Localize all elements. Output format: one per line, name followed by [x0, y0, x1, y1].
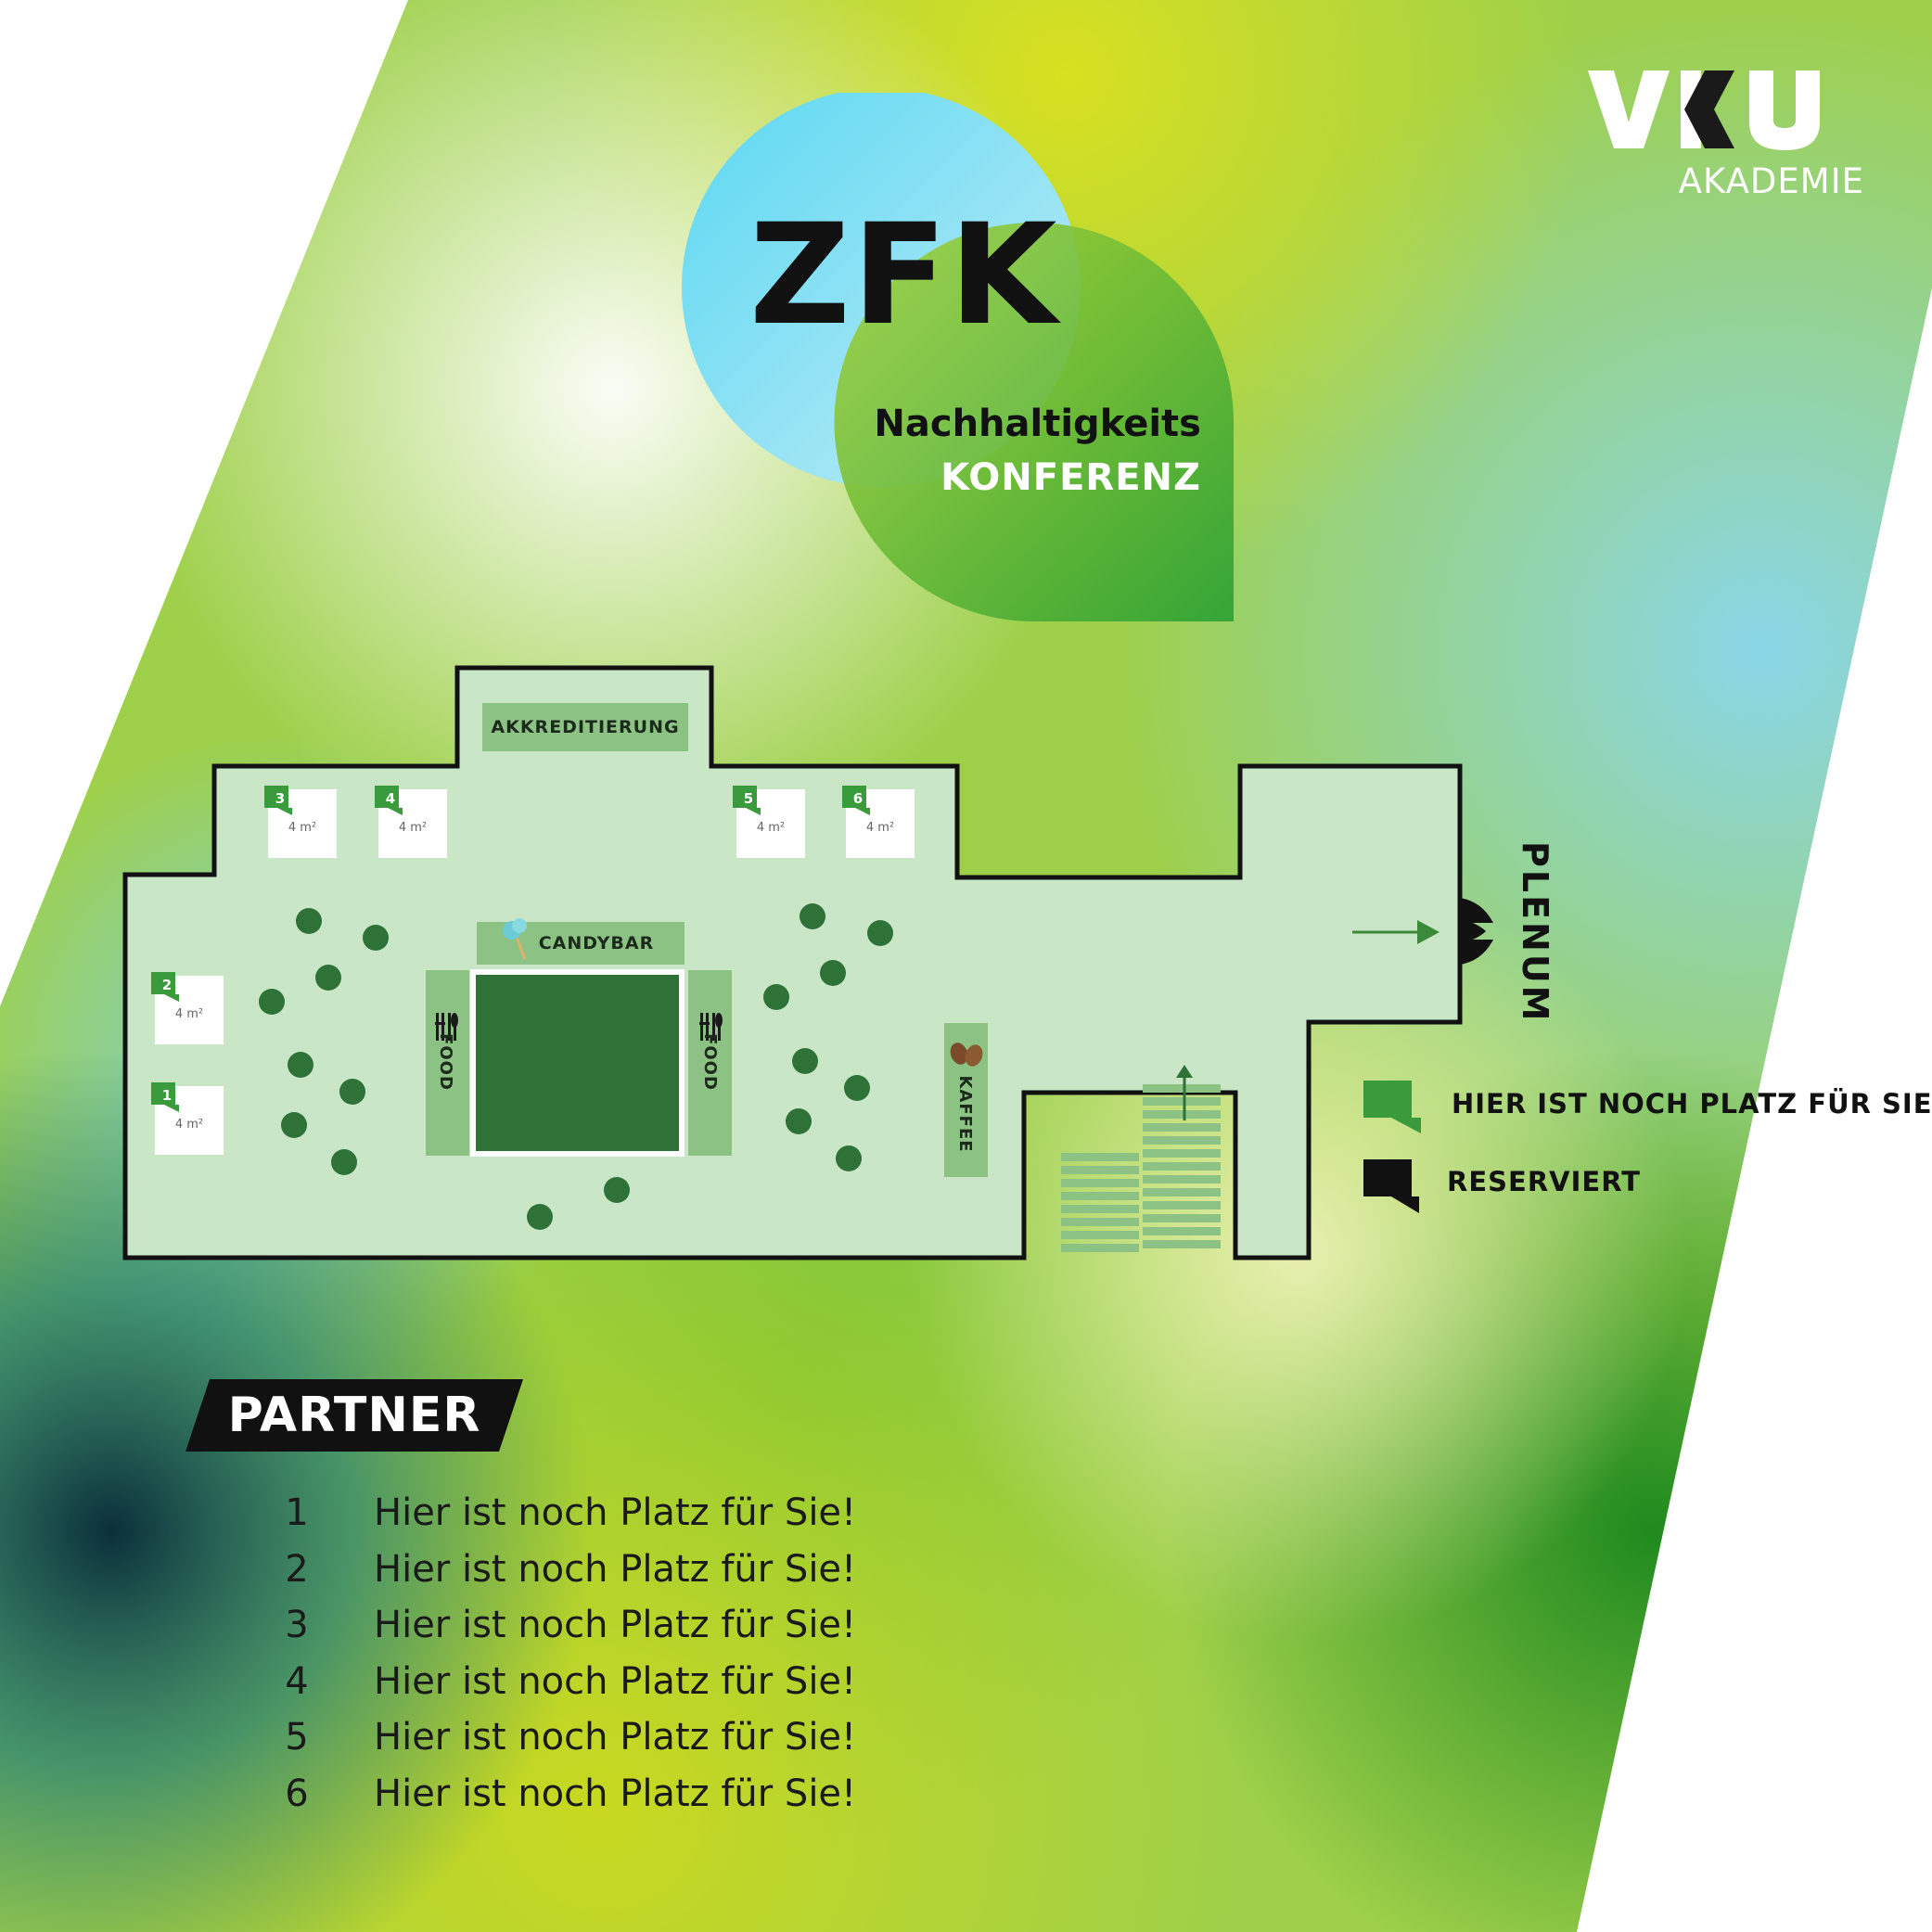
booth-tag-icon [842, 786, 870, 815]
tables [259, 903, 893, 1230]
partner-heading-label: PARTNER [227, 1388, 481, 1443]
partner-heading-bg [186, 1379, 523, 1452]
subtitle-line-2: KONFERENZ [940, 456, 1201, 499]
central-block [470, 969, 685, 1157]
booth-number: 3 [275, 790, 286, 807]
kaffee-label: KAFFEE [955, 1075, 975, 1153]
subtitle-line-1: Nachhaltigkeits [874, 403, 1201, 445]
booth-tag-icon [151, 1082, 179, 1112]
booth-tag-icon [375, 786, 403, 815]
table-icon [800, 903, 825, 929]
list-item: 5 Hier ist noch Platz für Sie! [274, 1708, 1016, 1765]
booth-tag-icon [733, 786, 761, 815]
list-item: 1 Hier ist noch Platz für Sie! [274, 1484, 1016, 1541]
booth-1[interactable]: 1 4 m² [151, 1082, 224, 1155]
table-icon [363, 925, 389, 951]
table-icon [786, 1108, 812, 1134]
table-icon [315, 965, 341, 991]
legend-available-marker [1363, 1081, 1421, 1133]
list-item: 3 Hier ist noch Platz für Sie! [274, 1596, 1016, 1653]
zfk-logo: ZFK [749, 195, 1059, 356]
partner-number: 3 [285, 1604, 309, 1647]
partner-heading: PARTNER [186, 1379, 523, 1452]
booth-tag-icon [264, 786, 292, 815]
booth-size: 4 m² [174, 1118, 204, 1132]
booth-size: 4 m² [756, 821, 786, 835]
candybar-label: CANDYBAR [538, 933, 655, 953]
cutlery-icon [435, 1013, 458, 1041]
booth-number: 5 [743, 790, 754, 807]
booth-tag-icon [151, 972, 179, 1002]
food-right-label: FOOD [700, 1033, 720, 1091]
booth-number: 1 [161, 1087, 173, 1104]
legend-reserved-label: RESERVIERT [1447, 1166, 1642, 1197]
partner-name: Hier ist noch Platz für Sie! [374, 1604, 857, 1647]
booth-size: 4 m² [398, 821, 428, 835]
partner-number: 4 [285, 1659, 309, 1703]
arrow-right-icon [1352, 920, 1439, 944]
zfk-badge-graphic [682, 93, 1234, 622]
booth-4[interactable]: 4 4 m² [375, 786, 447, 858]
coffee-bean-icon [950, 1043, 983, 1067]
partner-name: Hier ist noch Platz für Sie! [374, 1491, 857, 1534]
booth-number: 6 [852, 790, 864, 807]
table-icon [288, 1052, 313, 1078]
akkreditierung-desk [482, 703, 688, 751]
list-item: 2 Hier ist noch Platz für Sie! [274, 1541, 1016, 1597]
food-counter-left [426, 970, 469, 1156]
partner-number: 5 [285, 1716, 309, 1759]
akademie-label: AKADEMIE [1678, 161, 1864, 201]
cutlery-icon [699, 1013, 723, 1041]
table-icon [604, 1177, 630, 1203]
table-icon [527, 1204, 553, 1230]
plan-outline [122, 665, 1463, 1260]
stairs-icon [1061, 1084, 1221, 1252]
partner-name: Hier ist noch Platz für Sie! [374, 1772, 857, 1815]
booth-size: 4 m² [174, 1007, 204, 1021]
booth-2[interactable]: 2 4 m² [151, 972, 224, 1044]
table-icon [820, 960, 846, 986]
conference-subtitle: Nachhaltigkeits KONFERENZ [807, 397, 1201, 505]
partner-name: Hier ist noch Platz für Sie! [374, 1547, 857, 1591]
booth-size: 4 m² [288, 821, 317, 835]
vku-akademie-logo: AKADEMIE [1577, 65, 1883, 213]
plenum-label: PLENUM [1515, 841, 1555, 1024]
booth-number: 2 [161, 977, 173, 993]
food-counter-right [688, 970, 732, 1156]
partner-number: 2 [285, 1547, 309, 1591]
table-icon [296, 908, 322, 934]
booth-size: 4 m² [865, 821, 895, 835]
table-icon [331, 1149, 357, 1175]
table-icon [844, 1075, 870, 1101]
table-icon [259, 989, 285, 1015]
table-icon [836, 1145, 862, 1171]
partner-number: 6 [285, 1772, 309, 1815]
vku-logo-mark [1588, 70, 1820, 150]
food-left-label: FOOD [436, 1033, 455, 1091]
booth-3[interactable]: 3 4 m² [264, 786, 337, 858]
booth-number: 4 [385, 790, 396, 807]
booth-6[interactable]: 6 4 m² [842, 786, 915, 858]
list-item: 6 Hier ist noch Platz für Sie! [274, 1765, 1016, 1822]
partner-name: Hier ist noch Platz für Sie! [374, 1659, 857, 1703]
table-icon [763, 984, 789, 1010]
table-icon [339, 1079, 365, 1105]
table-icon [281, 1112, 307, 1138]
akkreditierung-label: AKKREDITIERUNG [491, 717, 680, 737]
cotton-candy-icon [503, 918, 527, 960]
arrow-up-icon [1176, 1065, 1193, 1120]
table-icon [867, 920, 893, 946]
legend-available-label: HIER IST NOCH PLATZ FÜR SIE [1452, 1088, 1932, 1120]
booth-5[interactable]: 5 4 m² [733, 786, 805, 858]
partner-number: 1 [285, 1491, 309, 1534]
table-icon [792, 1048, 818, 1074]
partner-name: Hier ist noch Platz für Sie! [374, 1716, 857, 1759]
plenum-entrance-icon [1460, 898, 1493, 965]
list-item: 4 Hier ist noch Platz für Sie! [274, 1653, 1016, 1709]
partner-list: 1 Hier ist noch Platz für Sie! 2 Hier is… [274, 1484, 1016, 1822]
legend-reserved-marker [1363, 1159, 1419, 1213]
